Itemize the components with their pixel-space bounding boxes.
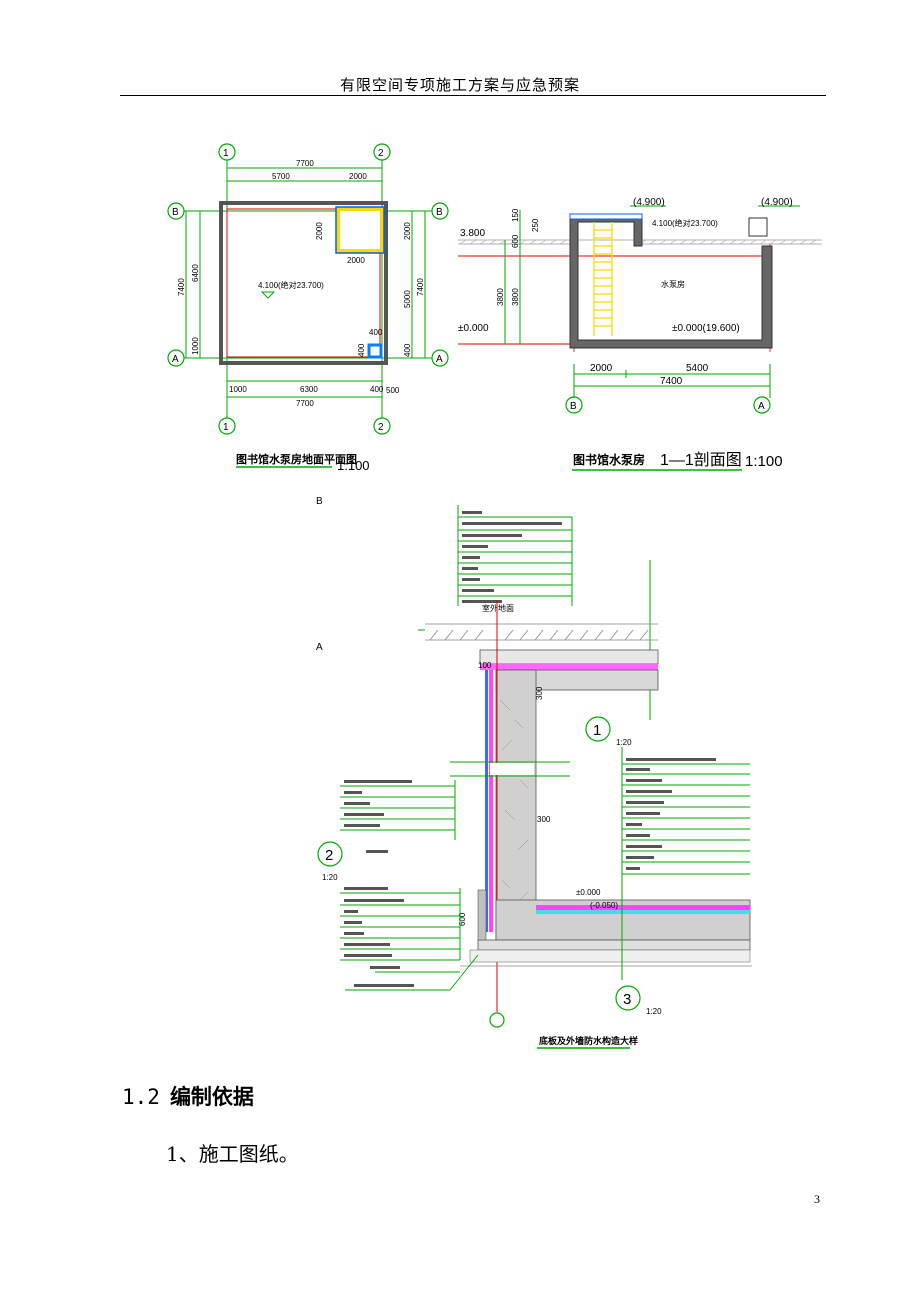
detail-dim-300b: 300 xyxy=(537,815,551,824)
section-heading-number: 1.2 xyxy=(122,1085,160,1109)
detail-callout-3-label: 3 xyxy=(623,991,631,1008)
detail-scale-1: 1:20 xyxy=(616,738,632,747)
drawings: 1 2 1 2 B B A A xyxy=(167,143,822,1049)
section-dim-bottom-a: 2000 xyxy=(590,363,613,374)
plan-dim-top-left: 5700 xyxy=(272,172,290,181)
header-rule xyxy=(120,95,826,96)
page-number: 3 xyxy=(814,1192,820,1206)
section-dim-3800a: 3800 xyxy=(496,288,505,306)
plan-axis-1-bottom-label: 1 xyxy=(223,422,229,433)
detail-level-zero: ±0.000 xyxy=(576,888,601,897)
section-axis-a-label: A xyxy=(758,401,765,412)
plan-dim-left-total: 7400 xyxy=(177,278,186,296)
section-dim-bottom-total: 7400 xyxy=(660,376,683,387)
section-dim-150: 150 xyxy=(511,208,520,222)
section-drawing: B A (4.900) (4.900) 4.100(绝对23.700) 3.80… xyxy=(458,197,822,471)
plan-dim-bottom-c: 400 xyxy=(370,385,384,394)
section-scale: 1:100 xyxy=(745,453,783,470)
plan-dim-inner-w: 2000 xyxy=(347,256,365,265)
section-heading: 1.2 编制依据 xyxy=(122,1081,254,1111)
detail-scale-2: 1:20 xyxy=(322,873,338,882)
section-axis-b-label: B xyxy=(570,401,577,412)
plan-axis-a-left-label: A xyxy=(172,354,179,365)
detail-callout-2 xyxy=(317,841,343,867)
plan-dim-small-left: 400 xyxy=(357,343,366,357)
detail-callout-3 xyxy=(615,985,641,1011)
plan-axis-b-left-label: B xyxy=(172,207,179,218)
detail-axis-a: A xyxy=(316,642,323,653)
section-dim-250: 250 xyxy=(531,218,540,232)
detail-callout-1 xyxy=(585,716,611,742)
plan-dim-top-total: 7700 xyxy=(296,159,314,168)
plan-dim-bottom-a: 1000 xyxy=(229,385,247,394)
plan-elev-label: 4.100(绝对23.700) xyxy=(258,280,324,290)
section-level-zero: ±0.000 xyxy=(458,323,489,334)
detail-callout-1-label: 1 xyxy=(593,722,601,739)
detail-ground-label: 室外地面 xyxy=(482,603,514,613)
plan-dim-left-a: 6400 xyxy=(191,264,200,282)
section-dim-3800b: 3800 xyxy=(511,288,520,306)
paragraph: 1、施工图纸。 xyxy=(166,1142,299,1166)
plan-inner-line xyxy=(226,208,381,358)
section-heading-text: 编制依据 xyxy=(169,1085,254,1109)
plan-axis-1-top-label: 1 xyxy=(223,148,229,159)
section-level-roof: 4.100(绝对23.700) xyxy=(652,218,718,228)
plan-axis-2-bottom-label: 2 xyxy=(378,422,384,433)
section-room-label: 水泵房 xyxy=(661,279,685,289)
plan-pit xyxy=(367,343,383,359)
plan-dim-left-b: 1000 xyxy=(191,337,200,355)
detail-scale-3: 1:20 xyxy=(646,1007,662,1016)
plan-dim-top-right: 2000 xyxy=(349,172,367,181)
plan-title: 图书馆水泵房地面平面图 xyxy=(236,452,357,466)
page-header: 有限空间专项施工方案与应急预案 xyxy=(339,76,580,94)
detail-dim-100: 100 xyxy=(478,661,492,670)
section-dim-600: 600 xyxy=(511,234,520,248)
plan-dim-inner-h: 2000 xyxy=(315,222,324,240)
plan-scale: 1:100 xyxy=(337,458,370,473)
plan-drawing: 1 2 1 2 B B A A xyxy=(167,143,449,473)
section-axis-b xyxy=(565,396,583,414)
section-level-top-left: (4.900) xyxy=(633,197,665,208)
plan-outer-wall xyxy=(219,201,388,365)
plan-dim-small-top: 400 xyxy=(369,328,383,337)
section-dim-bottom-b: 5400 xyxy=(686,363,709,374)
plan-axis-a-right-label: A xyxy=(436,354,443,365)
detail-dim-300a: 300 xyxy=(535,686,544,700)
detail-drawing: B A 室外地面 xyxy=(316,496,752,1049)
plan-dim-right-total: 7400 xyxy=(416,278,425,296)
detail-wall xyxy=(495,669,537,941)
section-axis-a xyxy=(753,396,771,414)
plan-axis-2-top-label: 2 xyxy=(378,148,384,159)
plan-dim-bottom-d: 500 xyxy=(386,386,400,395)
detail-level-minus: (-0.050) xyxy=(590,901,618,910)
section-structure xyxy=(569,215,773,349)
plan-dim-right-a: 2000 xyxy=(403,222,412,240)
section-level-top-right: (4.900) xyxy=(761,197,793,208)
detail-callout-2-label: 2 xyxy=(325,847,333,864)
plan-dim-right-b: 5000 xyxy=(403,290,412,308)
plan-dim-right-c: 400 xyxy=(403,343,412,357)
plan-axis-b-right-label: B xyxy=(436,207,443,218)
plan-shaft xyxy=(336,207,384,253)
plan-dim-bottom-b: 6300 xyxy=(300,385,318,394)
plan-dim-bottom-total: 7700 xyxy=(296,399,314,408)
section-level-floor: ±0.000(19.600) xyxy=(672,323,740,334)
detail-dim-600: 600 xyxy=(458,912,467,926)
section-level-left: 3.800 xyxy=(460,228,485,239)
section-title-b: 1—1剖面图 xyxy=(660,451,742,469)
section-title-a: 图书馆水泵房 xyxy=(573,452,645,467)
detail-axis-b: B xyxy=(316,496,323,507)
detail-title: 底板及外墙防水构造大样 xyxy=(539,1035,638,1047)
